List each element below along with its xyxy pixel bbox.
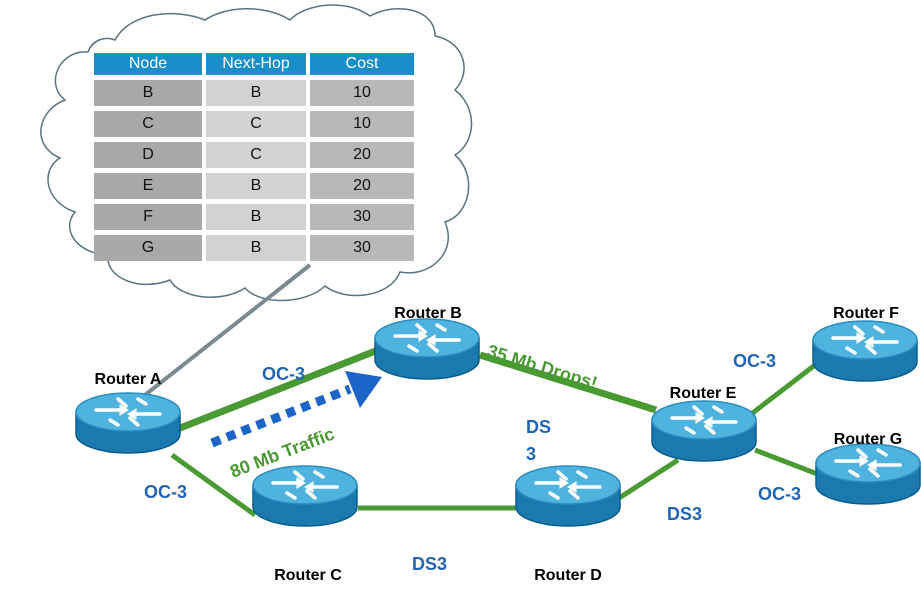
cell-next-hop: C <box>206 111 306 137</box>
header-node: Node <box>94 53 202 75</box>
link-d-e <box>614 457 680 503</box>
router-a[interactable] <box>74 391 182 455</box>
cell-node: F <box>94 204 202 230</box>
link-label-d-e: DS3 <box>667 504 702 524</box>
header-cost: Cost <box>310 53 414 75</box>
link-label-e-f: OC-3 <box>733 351 776 371</box>
router-e-label: Router E <box>670 385 737 402</box>
traffic-arrowhead <box>345 371 382 408</box>
router-b[interactable] <box>373 317 481 381</box>
table-row: G B 30 <box>94 235 414 261</box>
cell-cost: 10 <box>310 111 414 137</box>
router-c-label: Router C <box>274 567 342 584</box>
routing-table-header: Node Next-Hop Cost <box>94 53 414 75</box>
link-a-c <box>170 452 257 518</box>
link-a-b <box>173 346 380 434</box>
cell-node: G <box>94 235 202 261</box>
table-row: F B 30 <box>94 204 414 230</box>
link-e-f <box>748 363 817 417</box>
link-label-a-c: OC-3 <box>144 482 187 502</box>
callout-pointer <box>143 263 312 397</box>
cell-cost: 30 <box>310 204 414 230</box>
router-c[interactable] <box>251 464 359 528</box>
router-d-label: Router D <box>534 567 602 584</box>
routing-table: Node Next-Hop Cost B B 10 C C 10 D C 20 … <box>90 48 418 266</box>
table-row: D C 20 <box>94 142 414 168</box>
cell-next-hop: B <box>206 173 306 199</box>
cell-next-hop: B <box>206 80 306 106</box>
router-g-label: Router G <box>834 431 902 448</box>
link-label-e-g: OC-3 <box>758 484 801 504</box>
drops-annotation: 35 Mb Drops! <box>485 341 600 393</box>
router-d[interactable] <box>514 464 622 528</box>
cell-cost: 10 <box>310 80 414 106</box>
link-b-e <box>478 351 658 414</box>
link-e-g <box>754 447 821 478</box>
cell-node: B <box>94 80 202 106</box>
cell-cost: 30 <box>310 235 414 261</box>
router-a-label: Router A <box>95 371 162 388</box>
router-b-label: Router B <box>394 305 462 322</box>
cell-node: E <box>94 173 202 199</box>
cell-next-hop: C <box>206 142 306 168</box>
router-g[interactable] <box>814 442 921 506</box>
table-row: E B 20 <box>94 173 414 199</box>
cell-cost: 20 <box>310 142 414 168</box>
router-f[interactable] <box>811 319 919 383</box>
table-row: B B 10 <box>94 80 414 106</box>
traffic-arrow <box>210 384 352 448</box>
link-label-c-d: DS3 <box>412 554 447 574</box>
cell-cost: 20 <box>310 173 414 199</box>
router-f-label: Router F <box>833 305 899 322</box>
cell-node: D <box>94 142 202 168</box>
link-label-a-b: OC-3 <box>262 364 305 384</box>
table-row: C C 10 <box>94 111 414 137</box>
cell-node: C <box>94 111 202 137</box>
cell-next-hop: B <box>206 235 306 261</box>
header-next-hop: Next-Hop <box>206 53 306 75</box>
cell-next-hop: B <box>206 204 306 230</box>
router-e[interactable] <box>650 399 758 463</box>
link-label-b-e-2: 3 <box>526 444 536 464</box>
link-label-b-e-1: DS <box>526 417 551 437</box>
